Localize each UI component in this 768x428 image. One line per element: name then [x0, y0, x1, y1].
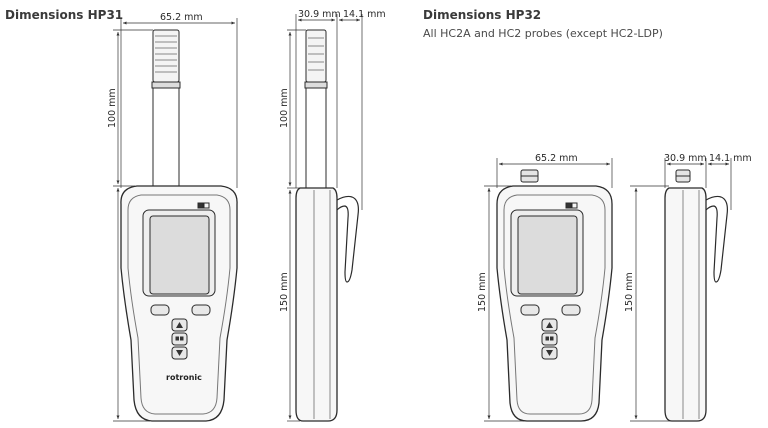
hp32-left-softkey — [520, 304, 540, 316]
hp31-probe-front — [151, 29, 181, 188]
hp31-side-view — [295, 29, 359, 422]
hp32-side-dimensions — [630, 158, 732, 422]
hp31-clip-label: 14.1 mm — [343, 9, 386, 20]
hp32-body-length-label: 150 mm — [477, 272, 488, 312]
hp32-clip-label: 14.1 mm — [709, 153, 752, 164]
hp31-belt-clip — [336, 195, 359, 283]
hp32-side-body-length-label: 150 mm — [624, 272, 635, 312]
hp32-front-view — [496, 169, 613, 422]
hp32-center-button — [541, 332, 558, 346]
hp32-right-softkey — [561, 304, 581, 316]
hp31-depth-label: 30.9 mm — [298, 9, 341, 20]
hp31-left-softkey — [150, 304, 170, 316]
hp32-probe-note: All HC2A and HC2 probes (except HC2-LDP) — [423, 27, 663, 40]
hp31-right-softkey — [191, 304, 211, 316]
hp31-side-body-outline — [295, 187, 338, 422]
hp31-front-dimensions — [113, 18, 238, 422]
hp32-heading: Dimensions HP32 — [423, 8, 542, 22]
hp31-center-button — [171, 332, 188, 346]
hp31-brand-logo: rotronic — [166, 373, 202, 382]
hp31-probe-length-label: 100 mm — [107, 88, 118, 128]
hp32-side-view — [664, 169, 728, 422]
hp32-width-label: 65.2 mm — [535, 153, 578, 164]
hp32-belt-clip — [705, 195, 728, 283]
hp31-heading: Dimensions HP31 — [5, 8, 124, 22]
hp31-front-view: rotronic — [120, 29, 238, 422]
hp31-width-label: 65.2 mm — [160, 12, 203, 23]
hp31-side-probe-length-label: 100 mm — [279, 88, 290, 128]
hp32-side-body-outline — [664, 187, 707, 422]
hp32-depth-label: 30.9 mm — [664, 153, 707, 164]
hp32-front-dimensions — [484, 158, 613, 422]
hp31-side-dimensions — [287, 14, 363, 422]
hp31-body-length-label: 150 mm — [279, 272, 290, 312]
